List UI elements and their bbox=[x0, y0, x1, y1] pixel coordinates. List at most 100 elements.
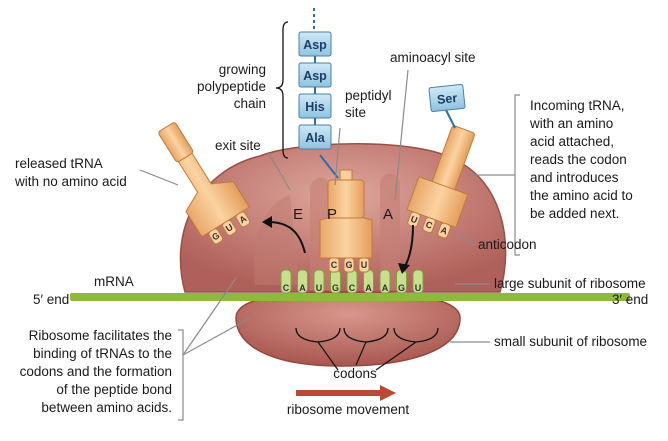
amino-acid-label: His bbox=[305, 100, 325, 114]
ser-box: Ser bbox=[428, 83, 466, 113]
mrna-base: G bbox=[398, 283, 405, 293]
mrna-base: U bbox=[415, 283, 422, 293]
mrna-base-stub bbox=[379, 269, 391, 294]
released-leader bbox=[139, 169, 179, 186]
svg-text:and introduces: and introduces bbox=[530, 170, 619, 185]
mrna-base: U bbox=[316, 283, 323, 293]
anticodon-base: A bbox=[439, 225, 449, 237]
mrna-base: C bbox=[349, 283, 356, 293]
polypeptide-bracket bbox=[275, 21, 289, 159]
svg-text:the amino acid to: the amino acid to bbox=[530, 188, 633, 203]
three-prime-end-label: 3′ end bbox=[612, 292, 648, 307]
anticodon-base: U bbox=[409, 214, 419, 226]
svg-text:of the peptide bond: of the peptide bond bbox=[56, 382, 172, 397]
released-trna: GUA bbox=[158, 122, 251, 245]
mrna-base-stub bbox=[412, 269, 424, 294]
anticodon-base: A bbox=[237, 213, 248, 225]
svg-text:with an amino: with an amino bbox=[529, 116, 613, 131]
svg-text:between amino acids.: between amino acids. bbox=[41, 400, 172, 415]
anticodon-base: U bbox=[224, 222, 235, 234]
facilitates-bracket bbox=[178, 329, 184, 421]
amino-acid-box bbox=[298, 124, 332, 150]
amino-acid-label: Ala bbox=[305, 131, 326, 145]
entry-arrow-head bbox=[398, 263, 410, 274]
anticodon-stub bbox=[235, 211, 251, 228]
svg-text:with no amino acid: with no amino acid bbox=[14, 174, 127, 189]
anticodon-base: U bbox=[361, 260, 368, 270]
mrna-base-stubs bbox=[280, 269, 424, 294]
mrna-strand bbox=[70, 293, 630, 301]
svg-text:released tRNA: released tRNA bbox=[15, 156, 103, 171]
exit-arrow-head bbox=[262, 216, 272, 228]
anticodon-stub bbox=[422, 217, 436, 234]
released-trna-label: released tRNA with no amino acid bbox=[14, 156, 127, 189]
exit-leader bbox=[267, 151, 291, 191]
ribosome-movement-arrow bbox=[296, 385, 396, 401]
mrna-base: A bbox=[299, 283, 306, 293]
ser-label: Ser bbox=[436, 91, 458, 107]
mrna-base-stub bbox=[313, 269, 325, 294]
mrna-base-stub bbox=[280, 269, 292, 294]
site-a: A bbox=[383, 206, 393, 223]
large-subunit-groove bbox=[380, 173, 400, 290]
anticodon-stub bbox=[343, 257, 355, 273]
anticodon-label: anticodon bbox=[478, 237, 537, 252]
svg-text:Incoming tRNA,: Incoming tRNA, bbox=[530, 98, 625, 113]
anticodon-base: C bbox=[331, 260, 338, 270]
five-prime-end-label: 5′ end bbox=[33, 292, 69, 307]
site-p: P bbox=[327, 206, 337, 223]
svg-text:polypeptide: polypeptide bbox=[197, 79, 266, 94]
mrna-base: A bbox=[365, 283, 372, 293]
anticodon-stub bbox=[358, 257, 370, 273]
large-subunit-groove bbox=[253, 195, 300, 285]
svg-text:codons and the formation: codons and the formation bbox=[20, 364, 172, 379]
ribosome-movement-label: ribosome movement bbox=[287, 402, 410, 417]
anticodon-stub bbox=[221, 219, 237, 236]
exit-arrow bbox=[267, 221, 306, 254]
incoming-bracket bbox=[514, 94, 520, 256]
ribosome-facilitates-label: Ribosome facilitates the binding of tRNA… bbox=[20, 328, 172, 415]
peptidyl-leader bbox=[334, 127, 341, 186]
mrna-base: C bbox=[283, 283, 290, 293]
mrna-base: G bbox=[332, 283, 339, 293]
svg-text:Ribosome facilitates the: Ribosome facilitates the bbox=[29, 328, 172, 343]
svg-text:growing: growing bbox=[219, 62, 266, 77]
anticodon-stub bbox=[208, 228, 224, 245]
growing-polypeptide-label: growing polypeptide chain bbox=[197, 62, 266, 111]
incoming-trna-label: Incoming tRNA, with an amino acid attach… bbox=[529, 98, 633, 221]
ser-link bbox=[444, 107, 456, 129]
svg-text:site: site bbox=[345, 105, 366, 120]
anticodon-base: G bbox=[345, 260, 352, 270]
anticodon-stub bbox=[407, 211, 421, 228]
anticodon-base: C bbox=[424, 219, 434, 231]
codons-label: codons bbox=[333, 366, 377, 381]
svg-text:be added next.: be added next. bbox=[530, 206, 619, 221]
svg-text:chain: chain bbox=[234, 96, 266, 111]
anticodon-base: G bbox=[210, 230, 221, 242]
amino-acid-label: Asp bbox=[303, 69, 327, 83]
codon-leader-lines bbox=[317, 341, 417, 371]
aminoacyl-leader bbox=[394, 69, 409, 201]
anticodon-leader bbox=[457, 233, 476, 246]
facilitates-leader-2 bbox=[182, 317, 251, 356]
chain-to-trna-link bbox=[319, 154, 339, 179]
p-site-trna bbox=[319, 169, 373, 259]
mrna-base-stub bbox=[297, 269, 308, 294]
site-e: E bbox=[293, 206, 303, 223]
svg-text:acid attached,: acid attached, bbox=[530, 134, 614, 149]
large-subunit-label: large subunit of ribosome bbox=[494, 276, 646, 291]
small-subunit-label: small subunit of ribosome bbox=[494, 334, 647, 349]
amino-acid-label: Asp bbox=[303, 38, 327, 52]
aminoacyl-site-label: aminoacyl site bbox=[390, 50, 476, 65]
peptidyl-site-label: peptidyl site bbox=[345, 88, 392, 120]
svg-text:binding of tRNAs to the: binding of tRNAs to the bbox=[33, 346, 172, 361]
exit-site-label: exit site bbox=[215, 138, 261, 153]
small-subunit bbox=[235, 291, 461, 367]
svg-text:reads the codon: reads the codon bbox=[530, 152, 627, 167]
mrna-label: mRNA bbox=[94, 274, 134, 289]
